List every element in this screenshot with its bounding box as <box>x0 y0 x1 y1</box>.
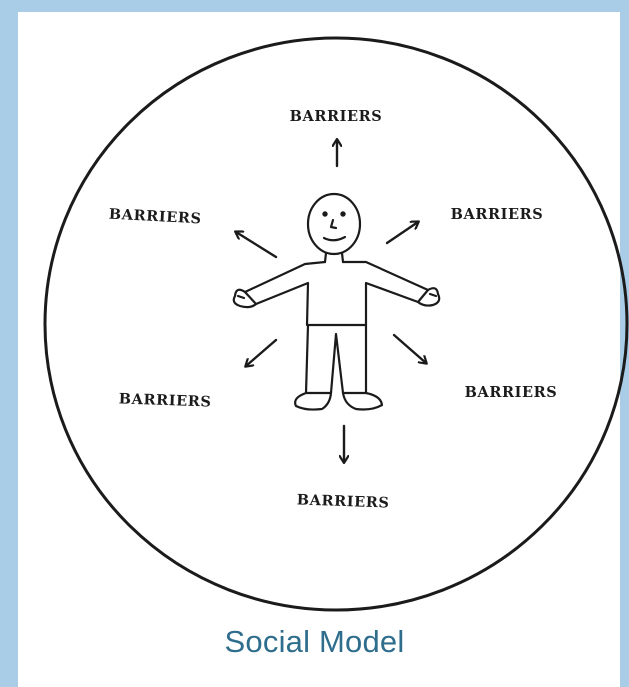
barriers-label-lower-right: BARRIERS <box>465 384 558 401</box>
diagram-caption: Social Model <box>224 624 405 659</box>
arrow-upper-left <box>236 232 278 259</box>
person-mouth <box>322 235 347 242</box>
barriers-label-bottom: BARRIERS <box>297 491 390 511</box>
barriers-label-upper-right: BARRIERS <box>451 206 544 223</box>
diagram-panel <box>18 12 620 687</box>
person-figure <box>232 192 441 411</box>
arrow-lower-left <box>246 338 278 366</box>
barriers-label-lower-left: BARRIERS <box>119 390 212 410</box>
person-eye-left <box>322 211 328 217</box>
person-legs <box>304 323 368 395</box>
barriers-label-upper-left: BARRIERS <box>108 206 202 228</box>
person-hand-right <box>416 287 441 307</box>
enclosing-circle <box>43 36 629 612</box>
barriers-label-top: BARRIERS <box>290 108 383 125</box>
person-foot-right <box>341 391 384 411</box>
person-head <box>306 192 362 256</box>
person-nose <box>329 218 338 230</box>
person-eye-right <box>340 211 346 217</box>
person-hand-left <box>232 288 258 309</box>
arrow-lower-right <box>392 333 426 363</box>
person-torso-arms <box>243 260 430 327</box>
person-neck <box>323 251 345 264</box>
person-foot-left <box>294 391 333 411</box>
arrow-upper-right <box>385 222 418 245</box>
